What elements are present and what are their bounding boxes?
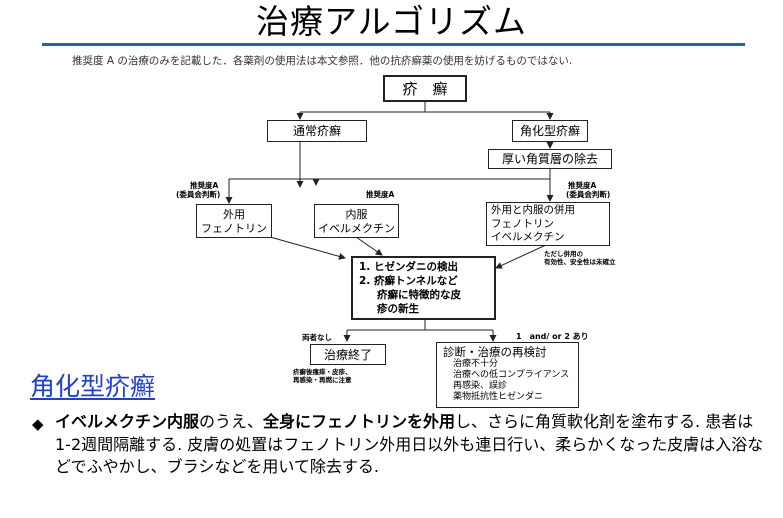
slide-title: 治療アルゴリズム xyxy=(255,2,527,41)
crusted-scabies-box: 角化型疥癬 xyxy=(512,120,588,142)
grade-a-committee-label-combined: 推奨度A (委員会判断) xyxy=(566,181,611,199)
diamond-bullet-icon: ◆ xyxy=(32,415,44,433)
bullet-paragraph: イベルメクチン内服のうえ、全身にフェノトリンを外用し、さらに角質軟化剤を塗布する… xyxy=(55,412,764,476)
one-or-both-present-label: 1 and/ or 2 あり xyxy=(516,332,589,341)
algorithm-note: 推奨度 A の治療のみを記載した．各薬剤の使用法は本文参照．他の抗疥癬薬の使用を… xyxy=(72,55,573,67)
grade-a-label-oral: 推奨度A xyxy=(366,190,395,199)
remove-keratin-layer-box: 厚い角質層の除去 xyxy=(488,149,612,169)
end-treatment-note: 疥癬後瘙痒・皮疹、 再感染・再燃に注意 xyxy=(293,368,352,384)
grade-a-committee-label: 推奨度A (委員会判断) xyxy=(176,181,221,199)
title-underline-bar xyxy=(42,43,745,46)
reexamination-box: 診断・治療の再検討 治療不十分 治療への低コンプライアンス 再感染、誤診 薬物抵… xyxy=(436,342,579,408)
combined-therapy-box: 外用と内服の併用 フェノトリン イベルメクチン xyxy=(486,202,610,246)
emphasis-oral-ivermectin: イベルメクチン内服 xyxy=(55,412,200,431)
topical-phenothrin-box: 外用 フェノトリン xyxy=(196,204,272,238)
oral-ivermectin-box: 内服 イベルメクチン xyxy=(314,204,399,238)
combined-safety-note: ただし併用の 有効性、安全性は未確立 xyxy=(544,250,616,266)
emphasis-topical-phenothrin: 全身にフェノトリンを外用 xyxy=(263,412,456,431)
section-title-crusted-scabies: 角化型疥癬 xyxy=(30,372,156,401)
criteria-box: 1. ヒゼンダニの検出 2. 疥癬トンネルなど 疥癬に特徴的な皮 疹の新生 xyxy=(351,256,496,320)
end-treatment-box: 治療終了 xyxy=(310,344,386,365)
root-box-scabies: 疥 癬 xyxy=(383,75,467,102)
both-absent-label: 両者なし xyxy=(302,333,332,342)
normal-scabies-box: 通常疥癬 xyxy=(267,120,367,142)
